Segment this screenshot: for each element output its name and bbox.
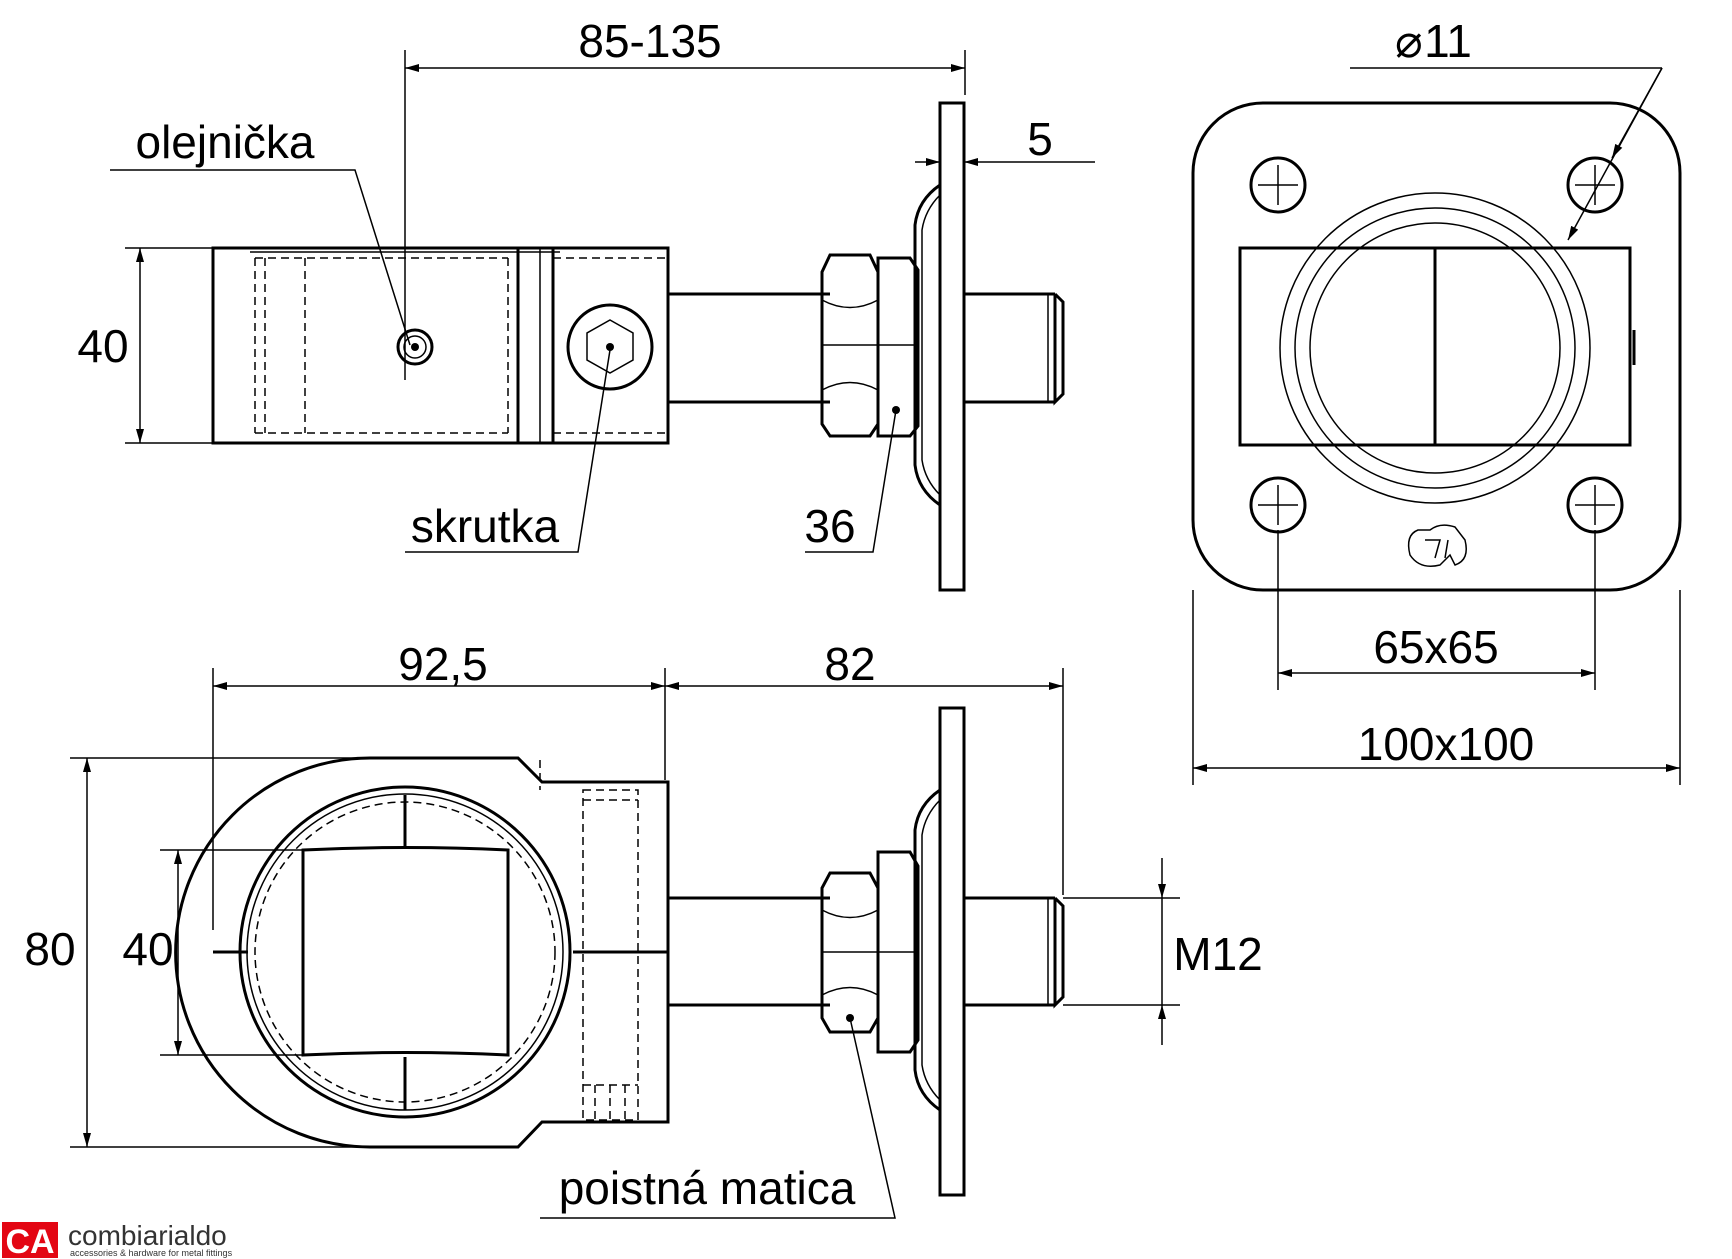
- dim-top-height: 40: [77, 320, 128, 372]
- plate-view: ⌀ 11 65x65 100x100: [1191, 15, 1682, 785]
- dim-nut-size: 36: [804, 500, 855, 552]
- dim-thread: M12: [1173, 928, 1262, 980]
- diameter-symbol: ⌀: [1395, 15, 1423, 67]
- dim-plate-size: 100x100: [1358, 718, 1535, 770]
- label-screw: skrutka: [411, 500, 560, 552]
- dim-hole-diameter: 11: [1424, 15, 1472, 67]
- dim-pin-length: 82: [824, 638, 875, 690]
- brand-mark-icon: [2, 1222, 58, 1258]
- nut-pair-icon: [820, 253, 920, 438]
- brand-name: combiarialdo: [68, 1220, 227, 1251]
- lock-nut-icon: [820, 850, 920, 1054]
- dim-plate-thickness: 5: [1027, 113, 1053, 165]
- brand-mark: CA: [5, 1223, 54, 1259]
- ca-stamp-icon: [1407, 524, 1467, 567]
- oiler-icon: [396, 328, 434, 366]
- dim-body-length: 92,5: [398, 638, 488, 690]
- brand-logo: CA combiarialdo accessories & hardware f…: [2, 1220, 233, 1259]
- bottom-front-view: 92,5 82 80 40 M12 poistná matica: [24, 638, 1263, 1219]
- dim-top-length: 85-135: [578, 15, 721, 67]
- label-lock-nut: poistná matica: [559, 1162, 856, 1214]
- dim-overall-height: 80: [24, 923, 75, 975]
- hex-screw-icon: [566, 303, 654, 391]
- label-oiler: olejnička: [136, 116, 315, 168]
- top-side-view: 85-135 5 40 olejnička skrutka 36: [77, 15, 1095, 592]
- dim-inner-height: 40: [122, 923, 173, 975]
- dim-hole-spacing: 65x65: [1373, 621, 1498, 673]
- brand-tagline: accessories & hardware for metal fitting…: [70, 1248, 233, 1258]
